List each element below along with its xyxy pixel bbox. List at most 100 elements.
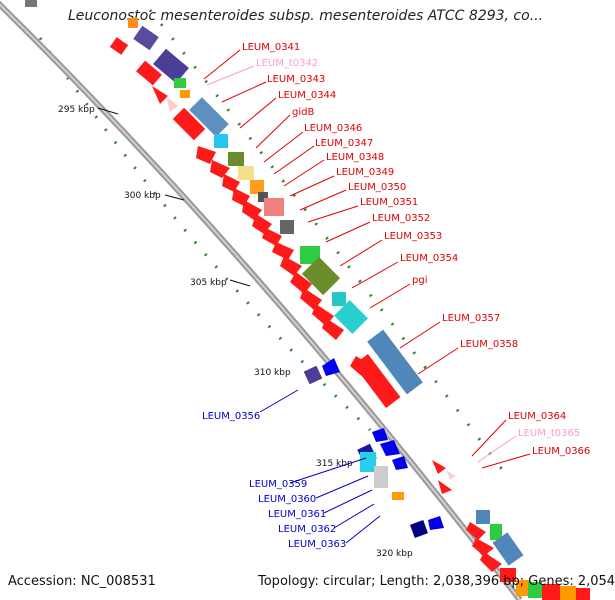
gene-block[interactable] [367,329,423,395]
gene-block[interactable] [196,146,216,164]
gene-block[interactable] [432,460,446,474]
gene-label[interactable]: LEUM_0347 [315,138,373,149]
outer-tick-track [38,37,372,432]
gene-block[interactable] [360,452,376,472]
gene-label[interactable]: LEUM_0362 [278,524,336,535]
forward-features[interactable] [25,0,590,600]
gene-label[interactable]: LEUM_0341 [242,42,300,53]
gene-block[interactable] [560,586,576,600]
gene-block[interactable] [446,470,456,480]
gene-block[interactable] [174,78,186,88]
gene-block[interactable] [466,522,486,540]
gene-block[interactable] [264,198,284,216]
gene-block[interactable] [180,90,190,98]
gene-block[interactable] [238,166,254,180]
gene-label[interactable]: LEUM_0346 [304,123,362,134]
gene-label[interactable]: LEUM_0366 [532,446,590,457]
gene-label[interactable]: LEUM_0353 [384,231,442,242]
kbp-tick-label: 295 kbp [58,105,95,115]
gene-block[interactable] [301,256,341,296]
gene-block[interactable] [476,510,490,524]
reverse-features[interactable] [303,358,444,538]
gene-block[interactable] [303,365,323,385]
gene-label[interactable]: LEUM_0360 [258,494,316,505]
gene-block[interactable] [334,300,368,334]
genome-map[interactable]: 295 kbp 300 kbp 305 kbp 310 kbp 315 kbp … [0,0,600,600]
gene-label[interactable]: gidB [292,107,314,118]
gene-label[interactable]: LEUM_0352 [372,213,430,224]
gene-block[interactable] [262,228,282,246]
gene-block[interactable] [380,440,400,456]
inner-tick-track [148,9,512,481]
gene-block[interactable] [350,356,372,378]
genome-backbone-highlight [0,3,521,600]
gene-block[interactable] [372,428,388,442]
gene-block[interactable] [410,520,428,538]
reverse-leaders [259,389,381,544]
gene-block[interactable] [280,220,294,234]
gene-block[interactable] [128,18,138,28]
accession-label: Accession: NC_008531 [8,574,156,589]
gene-block[interactable] [136,60,162,86]
gene-block[interactable] [25,0,37,7]
gene-label[interactable]: LEUM_0359 [249,479,307,490]
gene-block[interactable] [250,180,264,194]
gene-block[interactable] [280,256,302,276]
gene-label[interactable]: LEUM_t0342 [256,58,318,69]
gene-label[interactable]: LEUM_t0365 [518,428,580,439]
gene-block[interactable] [516,580,530,596]
gene-label[interactable]: LEUM_0354 [400,253,458,264]
gene-block[interactable] [258,192,268,202]
gene-block[interactable] [528,582,542,598]
gene-block[interactable] [214,134,228,148]
gene-block[interactable] [152,86,168,104]
gene-block[interactable] [428,516,444,530]
gene-block[interactable] [472,538,494,556]
gene-label[interactable]: LEUM_0348 [326,152,384,163]
gene-block[interactable] [490,524,502,540]
gene-block[interactable] [189,97,229,137]
kbp-tick-label: 300 kbp [124,191,161,201]
gene-block[interactable] [392,456,408,470]
gene-label[interactable]: LEUM_0356 [202,411,260,422]
gene-block[interactable] [222,174,240,192]
gene-labels[interactable]: LEUM_0341 LEUM_t0342 LEUM_0343 LEUM_0344… [202,42,590,550]
kbp-tick-label: 320 kbp [376,549,413,559]
gene-label[interactable]: LEUM_0357 [442,313,500,324]
gene-block[interactable] [492,532,524,566]
gene-label[interactable]: LEUM_0344 [278,90,336,101]
gene-label[interactable]: LEUM_0343 [267,74,325,85]
gene-label[interactable]: LEUM_0364 [508,411,566,422]
gene-block[interactable] [332,292,346,306]
gene-label[interactable]: LEUM_0349 [336,167,394,178]
gene-block[interactable] [290,272,312,294]
gene-block[interactable] [374,466,388,488]
kbp-tick-label: 310 kbp [254,368,291,378]
gene-block[interactable] [172,107,206,141]
gene-block[interactable] [500,568,516,582]
gene-block[interactable] [210,160,230,178]
gene-block[interactable] [438,480,452,494]
gene-block[interactable] [272,242,294,260]
gene-block[interactable] [153,48,189,84]
gene-block[interactable] [300,246,320,264]
gene-block[interactable] [322,318,344,340]
kbp-tick-label: 315 kbp [316,459,353,469]
forward-leaders [203,49,531,469]
gene-label[interactable]: LEUM_0350 [348,182,406,193]
gene-block[interactable] [576,588,590,600]
gene-label[interactable]: LEUM_0351 [360,197,418,208]
gene-block[interactable] [228,152,244,166]
gene-block[interactable] [392,492,404,500]
map-title: Leuconostoc mesenteroides subsp. mesente… [68,8,544,24]
gene-label[interactable]: LEUM_0363 [288,539,346,550]
gene-block[interactable] [480,552,502,572]
gene-label[interactable]: LEUM_0358 [460,339,518,350]
gene-block[interactable] [322,358,340,376]
gene-label[interactable]: pgi [412,275,427,286]
gene-label[interactable]: LEUM_0361 [268,509,326,520]
gene-block[interactable] [166,96,178,112]
gene-block[interactable] [542,584,560,600]
gene-block[interactable] [109,37,129,55]
gene-block[interactable] [133,25,159,51]
